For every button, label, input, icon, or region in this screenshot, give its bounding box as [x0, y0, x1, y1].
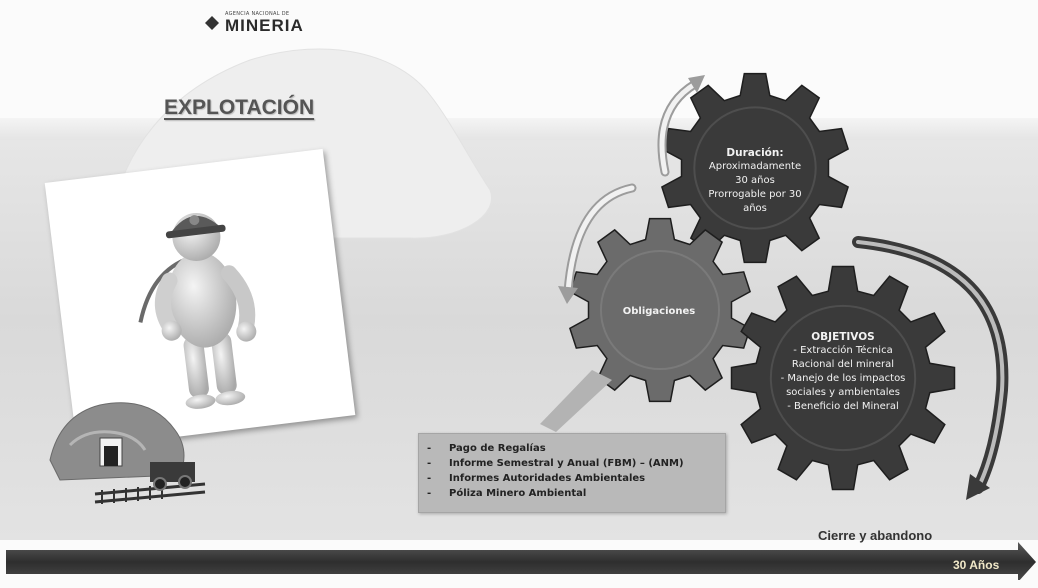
- list-item-text: Pago de Regalías: [449, 443, 546, 454]
- obligations-gear-shape: [568, 217, 752, 403]
- miner-picture: [44, 148, 356, 450]
- duration-line-2: 30 años: [735, 175, 775, 186]
- list-item: -Informes Autoridades Ambientales: [427, 473, 646, 484]
- list-item: -Informe Semestral y Anual (FBM) – (ANM): [427, 458, 684, 469]
- objective-1-line-1: - Extracción Técnica: [793, 345, 893, 356]
- objective-3: - Beneficio del Mineral: [787, 401, 899, 412]
- objectives-heading: OBJETIVOS: [811, 331, 875, 343]
- duration-line-1: Aproximadamente: [708, 161, 802, 172]
- obligations-label: Obligaciones: [622, 306, 696, 317]
- logo-subtitle: AGENCIA NACIONAL DE: [225, 11, 290, 17]
- objective-2-line-1: - Manejo de los impactos: [780, 373, 906, 384]
- timeline-arrow: [6, 542, 1036, 580]
- objectives-gear-shape: [730, 265, 956, 491]
- timeline-duration-label: 30 Años: [953, 558, 1000, 572]
- diamond-icon: [205, 16, 219, 30]
- duration-gear-shape-inner-ring: [693, 106, 817, 230]
- mine-cart-illustration: [49, 402, 206, 504]
- logo-wordmark: MINERIA: [225, 16, 304, 35]
- page-title: EXPLOTACIÓN: [164, 96, 315, 119]
- obligations-gear-shape-inner-ring: [599, 249, 721, 371]
- list-item-text: Informe Semestral y Anual (FBM) – (ANM): [449, 458, 684, 469]
- obligations-gear: Obligaciones: [604, 305, 714, 319]
- objective-1-line-2: Racional del mineral: [791, 359, 895, 370]
- obligations-list: -Pago de Regalías -Informe Semestral y A…: [419, 434, 725, 501]
- obligations-list-box: -Pago de Regalías -Informe Semestral y A…: [418, 433, 726, 513]
- duration-heading: Duración:: [726, 147, 784, 159]
- duration-line-3: Prorrogable por 30: [708, 189, 802, 200]
- objectives-gear: OBJETIVOS - Extracción Técnica Racional …: [768, 330, 918, 414]
- timeline-end-label: Cierre y abandono: [818, 528, 933, 543]
- list-item: -Pago de Regalías: [427, 443, 546, 454]
- list-item-text: Informes Autoridades Ambientales: [449, 473, 646, 484]
- duration-gear: Duración: Aproximadamente 30 años Prorro…: [700, 146, 810, 216]
- anm-logo: AGENCIA NACIONAL DE MINERIA: [205, 12, 304, 34]
- objective-2-line-2: sociales y ambientales: [786, 387, 900, 398]
- list-item-text: Póliza Minero Ambiental: [449, 488, 587, 499]
- miner-figure: [138, 212, 257, 409]
- list-item: -Póliza Minero Ambiental: [427, 488, 587, 499]
- objectives-gear-shape-inner-ring: [769, 304, 917, 452]
- duration-gear-shape: [660, 72, 850, 264]
- duration-line-4: años: [743, 203, 767, 214]
